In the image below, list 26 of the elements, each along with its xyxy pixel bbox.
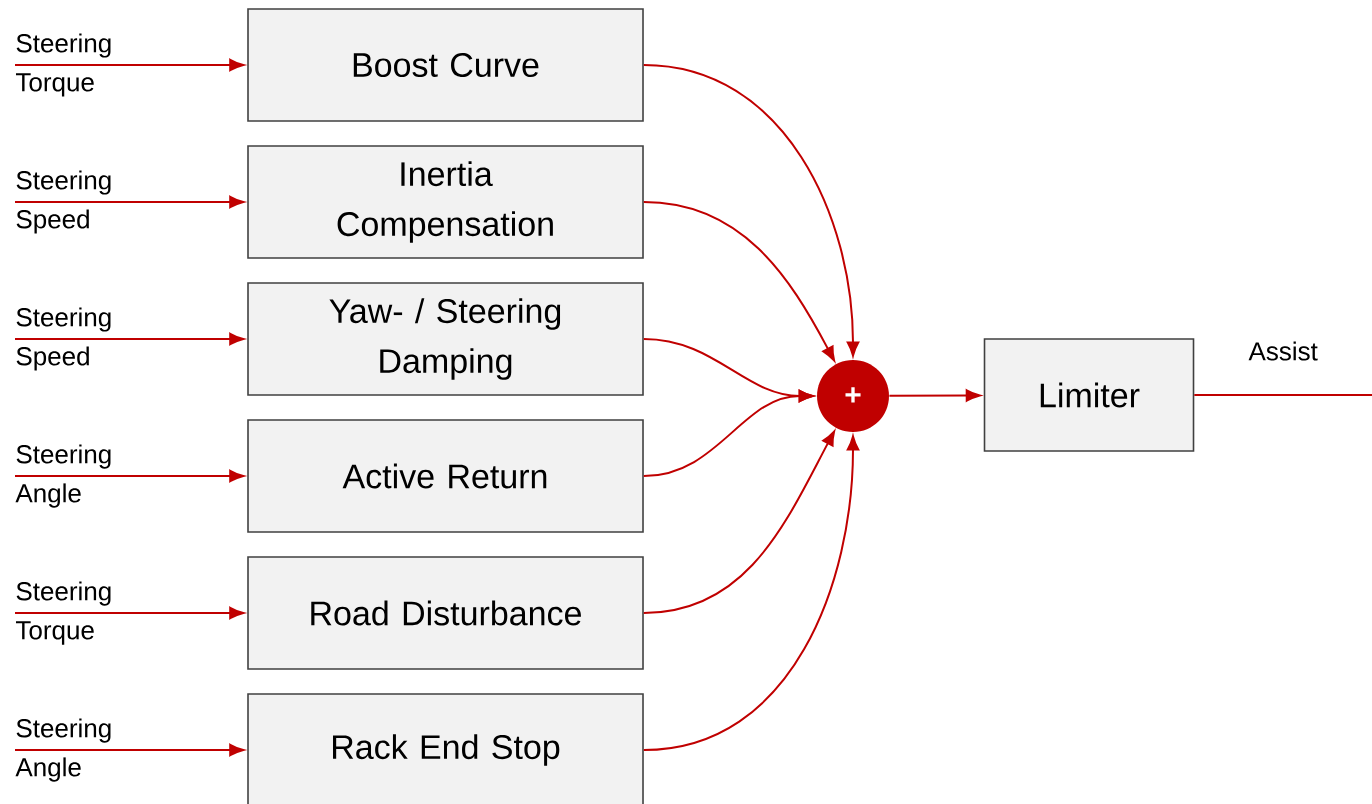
arrow	[14, 606, 245, 620]
arrow	[642, 435, 860, 751]
function-box: Active Return	[247, 419, 644, 533]
function-box: Yaw- / Steering Damping	[247, 282, 644, 396]
input-label: Steering Speed	[16, 307, 111, 371]
arrow	[14, 58, 245, 72]
function-box: Road Disturbance	[247, 556, 644, 670]
arrow	[14, 332, 245, 346]
arrow	[14, 743, 245, 757]
limiter-box: Limiter	[983, 338, 1195, 452]
input-label: Steering Torque	[16, 33, 111, 97]
arrow	[14, 195, 245, 209]
function-box: Boost Curve	[247, 8, 644, 122]
input-label: Steering Speed	[16, 170, 111, 234]
input-label: Steering Angle	[15, 718, 111, 782]
edge-label: Assist	[1246, 339, 1320, 363]
function-box: Rack End Stop	[247, 693, 644, 804]
arrow	[642, 389, 814, 477]
input-label: Steering Angle	[15, 444, 111, 508]
arrow	[14, 469, 245, 483]
arrow	[642, 201, 836, 362]
function-box: Inertia Compensation	[247, 145, 644, 259]
summing-junction: +	[817, 360, 889, 432]
input-label: Steering Torque	[16, 581, 111, 645]
arrow	[642, 430, 836, 614]
arrow	[642, 64, 860, 357]
